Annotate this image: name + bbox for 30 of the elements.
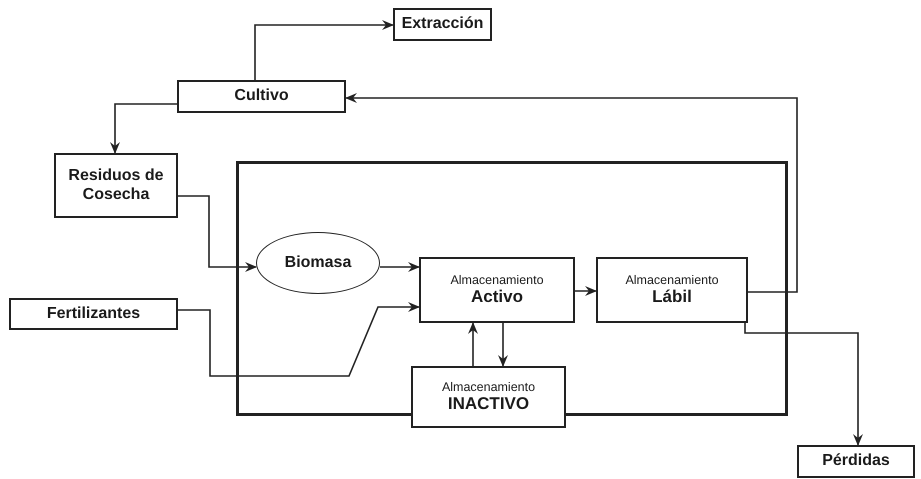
- process-box: [177, 80, 346, 113]
- node-label: Lábil: [652, 287, 692, 307]
- flow-arrow: [380, 262, 420, 272]
- flow-arrow: [468, 322, 478, 366]
- node-label: INACTIVO: [448, 394, 530, 414]
- node-label: Biomasa: [284, 254, 352, 272]
- flow-arrow: [178, 302, 420, 377]
- node-heading: Almacenamiento: [625, 273, 719, 288]
- flow-arrow: [575, 286, 597, 296]
- node-label: Fertilizantes: [46, 304, 140, 324]
- flow-arrow: [744, 323, 863, 446]
- process-box: [797, 445, 915, 478]
- storage-box: [596, 257, 748, 323]
- flow-arrow: [110, 103, 177, 154]
- flow-arrow: [345, 93, 798, 293]
- storage-box: [419, 257, 575, 323]
- node-label: Cultivo: [234, 87, 289, 106]
- node-label: Activo: [471, 287, 523, 307]
- flow-arrow: [498, 323, 508, 367]
- process-box: [9, 298, 178, 330]
- node-label: Extracción: [402, 15, 484, 34]
- process-box: [54, 153, 178, 218]
- node-label: Residuos de Cosecha: [67, 167, 165, 204]
- storage-box: [411, 366, 566, 428]
- node-label: Pérdidas: [822, 452, 890, 471]
- process-box: [393, 8, 492, 41]
- node-heading: Almacenamiento: [450, 273, 544, 288]
- flow-arrow: [178, 195, 257, 272]
- flow-arrow: [254, 20, 394, 80]
- node-heading: Almacenamiento: [442, 380, 536, 394]
